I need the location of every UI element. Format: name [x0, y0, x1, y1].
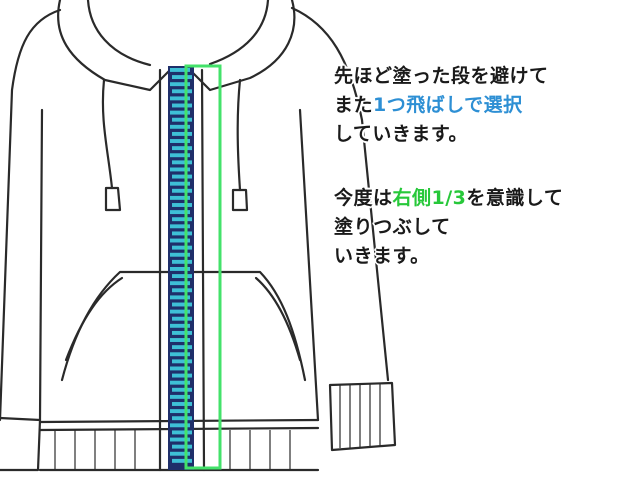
caption-top-line1: 先ほど塗った段を避けて — [334, 65, 549, 87]
zipper-tooth — [172, 203, 192, 207]
caption-top-line2: また1つ飛ばしで選択 — [334, 91, 549, 120]
zipper-tooth — [170, 82, 190, 87]
right-drawstring — [236, 78, 242, 192]
zipper-tooth — [170, 394, 190, 399]
left-drawstring — [101, 78, 114, 190]
caption-bottom-line1: 今度は右側1/3を意識して — [334, 184, 563, 213]
zipper-tooth — [170, 252, 190, 257]
zipper-tooth — [170, 281, 190, 286]
zipper-tooth — [172, 288, 192, 293]
left-sleeve-outline — [0, 8, 62, 422]
caption-top-line3: していきます。 — [334, 123, 469, 145]
right-cuff — [328, 381, 397, 452]
zipper-tooth — [172, 416, 192, 421]
zipper-tooth — [172, 245, 192, 250]
zipper-tooth — [170, 309, 190, 314]
caption-bottom-highlight: 右側1/3 — [392, 187, 467, 209]
zipper-tooth — [170, 323, 190, 328]
zipper-tooth — [170, 380, 190, 385]
zipper-tooth — [170, 195, 190, 200]
zipper-tooth — [170, 409, 190, 414]
zipper-tooth — [170, 295, 190, 300]
zipper-tooth — [172, 174, 192, 179]
zipper-tooth — [170, 153, 190, 158]
zipper-tooth — [172, 330, 192, 335]
zipper-tooth — [170, 423, 190, 428]
left-drawstring-tip — [104, 186, 122, 212]
hood-inner-line — [86, 0, 270, 67]
zipper-tooth — [170, 139, 190, 143]
zipper-teeth — [170, 68, 192, 463]
caption-bottom-line1-pre: 今度は — [334, 187, 393, 209]
zipper-tooth — [172, 402, 192, 406]
zipper-tooth — [172, 444, 192, 449]
zipper-tooth — [170, 352, 190, 357]
zipper-tooth — [170, 68, 190, 72]
zipper-tooth — [172, 117, 192, 122]
zipper-tooth — [170, 366, 190, 371]
zipper-tooth — [172, 387, 192, 392]
pocket-inner-right — [254, 276, 302, 362]
pocket-inner-left — [64, 276, 124, 362]
zipper-tooth — [170, 96, 190, 101]
zipper-tooth — [170, 124, 190, 129]
zipper-tooth — [172, 274, 192, 279]
zipper-tooth — [170, 437, 190, 442]
right-cuff-ribbing — [339, 384, 381, 448]
zipper-tooth — [170, 224, 190, 229]
zipper-tooth — [172, 89, 192, 94]
body-right-side — [298, 108, 320, 422]
caption-bottom-line1-post: を意識して — [466, 187, 564, 209]
zipper-tooth — [172, 259, 192, 264]
zipper-tooth — [172, 373, 192, 378]
instruction-top: 先ほど塗った段を避けて また1つ飛ばしで選択 していきます。 — [334, 62, 549, 149]
zipper-tooth — [170, 210, 190, 215]
zipper-tooth — [172, 359, 192, 364]
zipper-tooth — [170, 110, 190, 115]
caption-top-line2-pre: また — [334, 94, 374, 116]
placket-right — [200, 68, 206, 472]
zipper-tooth — [170, 167, 190, 172]
zipper-tooth — [172, 75, 192, 80]
zipper-tooth — [172, 103, 192, 108]
zipper-tooth — [172, 345, 192, 350]
zipper-tooth — [172, 430, 192, 435]
zipper-tooth — [172, 160, 192, 165]
selection-box — [184, 64, 222, 470]
zipper-tooth — [172, 131, 192, 136]
zipper-tooth — [172, 458, 192, 463]
zipper-tooth — [172, 217, 192, 222]
body-left-side — [38, 108, 44, 422]
right-drawstring-tip — [231, 188, 249, 212]
zipper-tooth — [170, 267, 190, 271]
caption-bottom-line2: 塗りつぶして — [334, 216, 451, 238]
left-cuff — [0, 416, 42, 472]
zipper-tooth — [172, 146, 192, 151]
zipper-tooth — [170, 181, 190, 186]
caption-top-highlight: 1つ飛ばしで選択 — [373, 94, 523, 116]
zipper-tooth — [172, 231, 192, 236]
hem-ribbing — [54, 430, 291, 470]
zipper-tooth — [172, 302, 192, 307]
instruction-bottom: 今度は右側1/3を意識して 塗りつぶして いきます。 — [334, 184, 563, 271]
zipper-tooth — [172, 316, 192, 321]
caption-bottom-line3: いきます。 — [334, 245, 430, 267]
zipper-tooth — [170, 338, 190, 342]
zipper-tooth — [170, 238, 190, 243]
zipper-tooth — [172, 188, 192, 193]
right-sleeve-outline — [290, 6, 390, 382]
zipper-tooth — [170, 451, 190, 456]
